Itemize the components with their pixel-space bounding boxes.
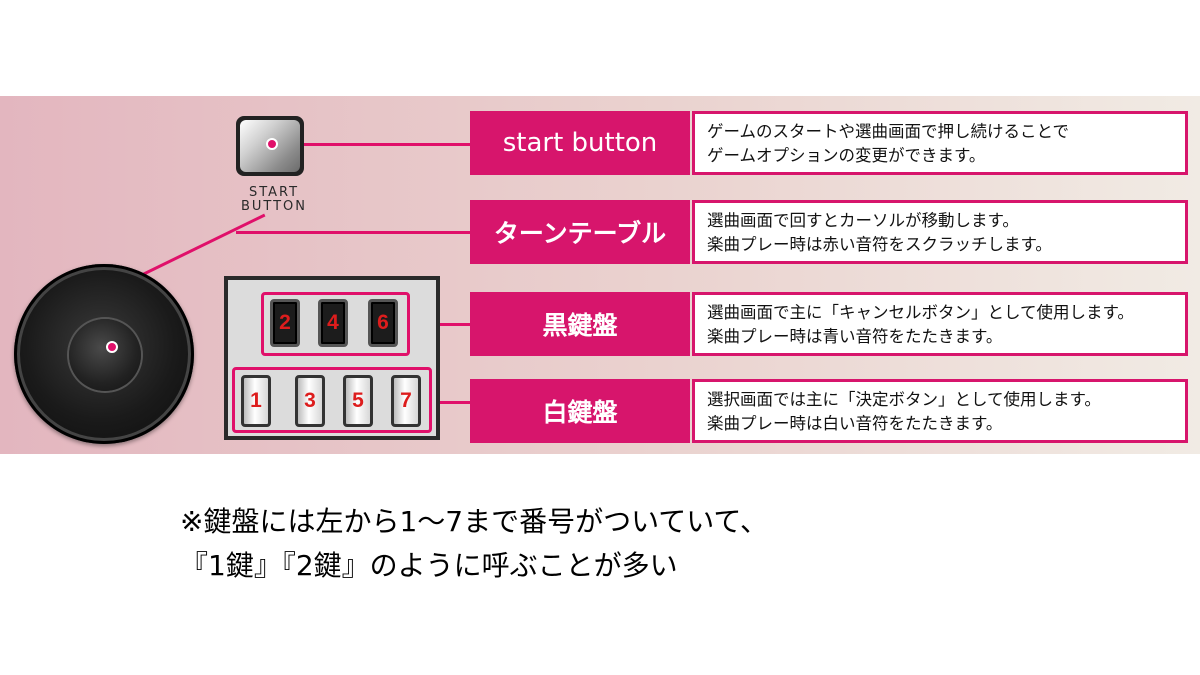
white-key-1[interactable]: 1 xyxy=(241,375,271,427)
white-key-7-number: 7 xyxy=(400,389,412,413)
black-key-4[interactable]: 4 xyxy=(318,299,348,347)
key-numbering-note: ※鍵盤には左から1～7まで番号がついていて、 『1鍵』『2鍵』のように呼ぶことが… xyxy=(180,500,1160,588)
black-key-2-number: 2 xyxy=(279,311,291,335)
white-key-3[interactable]: 3 xyxy=(295,375,325,427)
white-key-5[interactable]: 5 xyxy=(343,375,373,427)
turntable-marker-icon xyxy=(106,341,118,353)
turntable[interactable] xyxy=(14,264,194,444)
start-button-caption-line2: BUTTON xyxy=(226,200,322,214)
connector-line-turntable-h xyxy=(236,231,470,234)
black-key-6-number: 6 xyxy=(377,311,389,335)
controller-diagram-panel: START BUTTON 2 4 6 1 3 5 7 start button … xyxy=(0,96,1200,454)
start-button-marker-icon xyxy=(266,138,278,150)
key-numbering-note-line1: ※鍵盤には左から1～7まで番号がついていて、 xyxy=(180,500,1160,544)
black-keys-description: 選曲画面で主に「キャンセルボタン」として使用します。 楽曲プレー時は青い音符をた… xyxy=(692,292,1188,356)
white-keys-label: 白鍵盤 xyxy=(470,379,690,443)
start-button-caption-line1: START xyxy=(226,186,322,200)
turntable-description: 選曲画面で回すとカーソルが移動します。 楽曲プレー時は赤い音符をスクラッチします… xyxy=(692,200,1188,264)
white-key-3-number: 3 xyxy=(304,389,316,413)
black-key-6[interactable]: 6 xyxy=(368,299,398,347)
white-keys-description: 選択画面では主に「決定ボタン」として使用します。 楽曲プレー時は白い音符をたたき… xyxy=(692,379,1188,443)
turntable-label: ターンテーブル xyxy=(470,200,690,264)
black-key-2[interactable]: 2 xyxy=(270,299,300,347)
white-key-7[interactable]: 7 xyxy=(391,375,421,427)
black-key-4-number: 4 xyxy=(327,311,339,335)
start-button-caption: START BUTTON xyxy=(226,186,322,214)
white-key-1-number: 1 xyxy=(250,389,262,413)
start-button-label: start button xyxy=(470,111,690,175)
black-keys-label: 黒鍵盤 xyxy=(470,292,690,356)
start-button-description: ゲームのスタートや選曲画面で押し続けることで ゲームオプションの変更ができます。 xyxy=(692,111,1188,175)
key-numbering-note-line2: 『1鍵』『2鍵』のように呼ぶことが多い xyxy=(180,544,1160,588)
turntable-center xyxy=(69,319,141,391)
white-key-5-number: 5 xyxy=(352,389,364,413)
